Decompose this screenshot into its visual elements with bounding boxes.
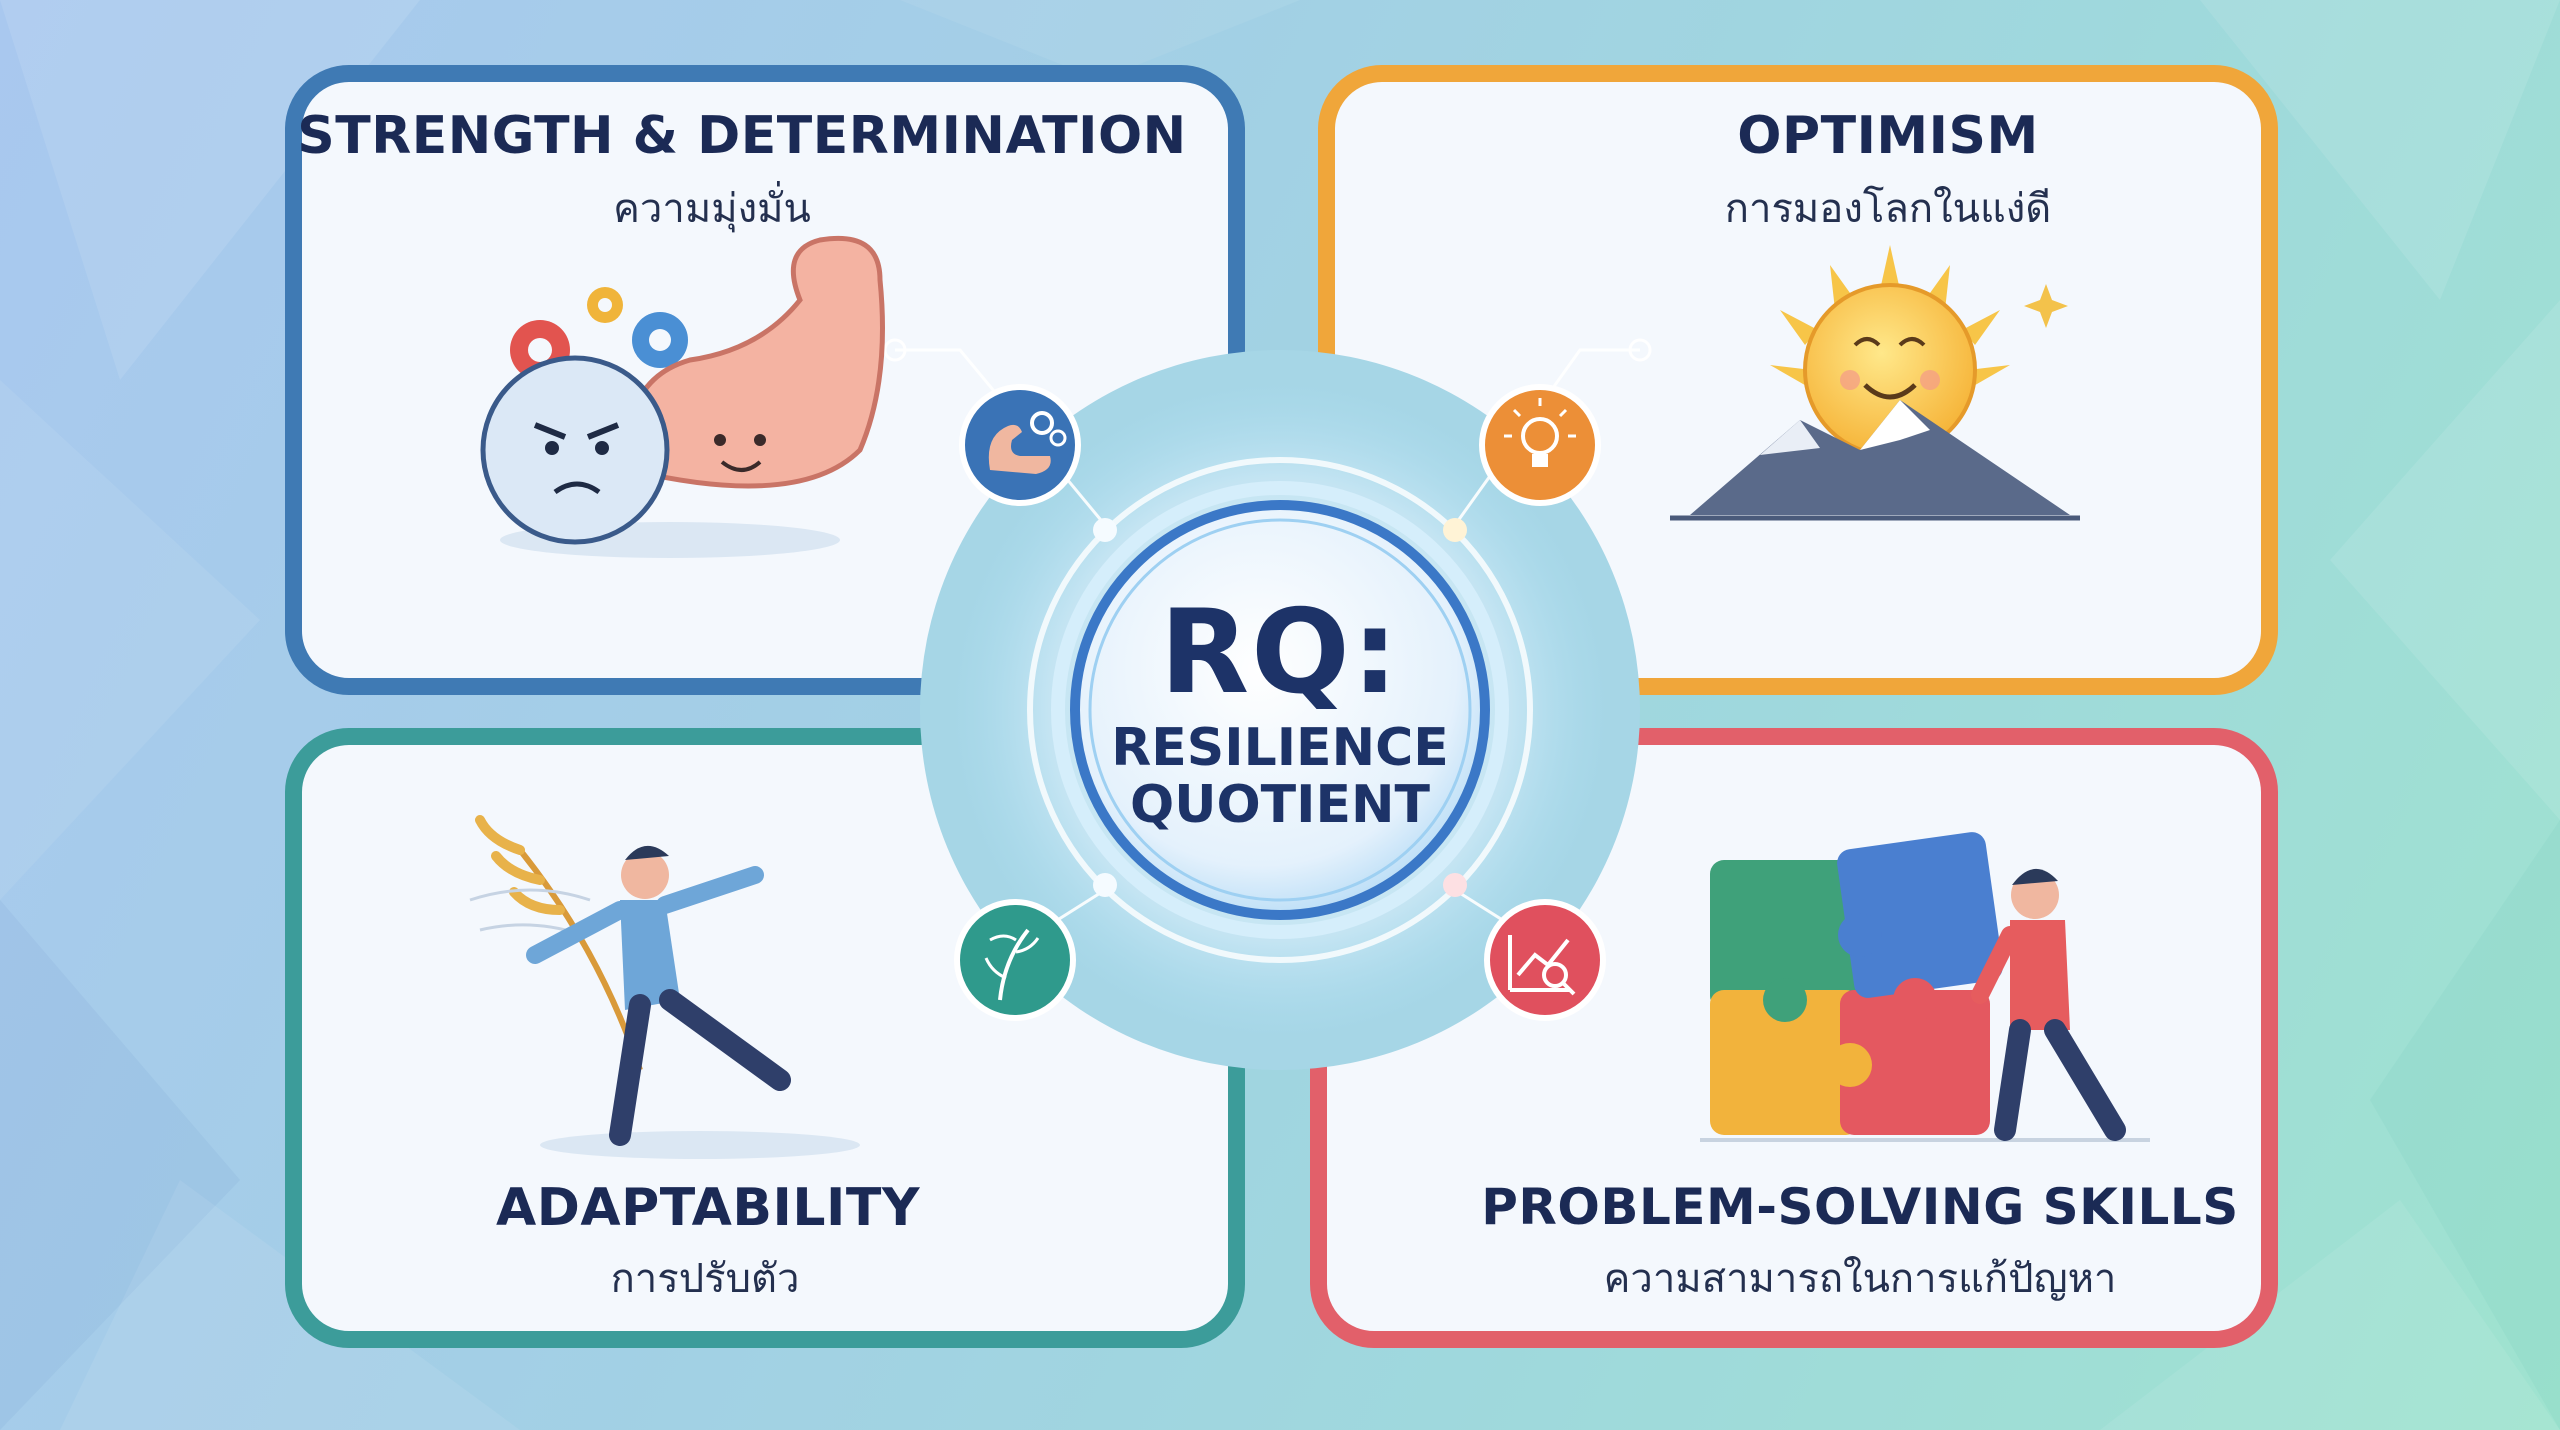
hub-disc	[1070, 500, 1490, 920]
adaptability-title: ADAPTABILITY	[495, 1178, 921, 1238]
lightbulb-icon	[1479, 384, 1601, 506]
problem-solving-illustration	[1700, 832, 2150, 1142]
hub-title: RQ:	[1159, 585, 1401, 720]
bending-plant-icon	[954, 899, 1076, 1021]
optimism-title: OPTIMISM	[1737, 106, 2039, 166]
chart-magnifier-icon	[1484, 899, 1606, 1021]
optimism-illustration	[1670, 245, 2080, 521]
hub-subtitle-line2: QUOTIENT	[1130, 775, 1430, 835]
connector-dots	[883, 338, 1652, 897]
hub-mid-ring	[1051, 481, 1509, 939]
problem-solving-title: PROBLEM-SOLVING SKILLS	[1481, 1178, 2239, 1236]
flexed-arm-gears-icon	[959, 384, 1081, 506]
strength-title: STRENGTH & DETERMINATION	[297, 106, 1187, 166]
hub-outer-ring	[1027, 457, 1533, 963]
adaptability-illustration	[469, 815, 860, 1159]
optimism-subtitle: การมองโลกในแง่ดี	[1724, 186, 2052, 232]
problem-solving-subtitle: ความสามารถในการแก้ปัญหา	[1603, 1256, 2117, 1302]
strength-subtitle: ความมุ่งมั่น	[613, 186, 811, 232]
adaptability-subtitle: การปรับตัว	[610, 1256, 800, 1302]
hub-subtitle-line1: RESILIENCE	[1111, 718, 1449, 778]
strength-illustration	[480, 235, 885, 558]
